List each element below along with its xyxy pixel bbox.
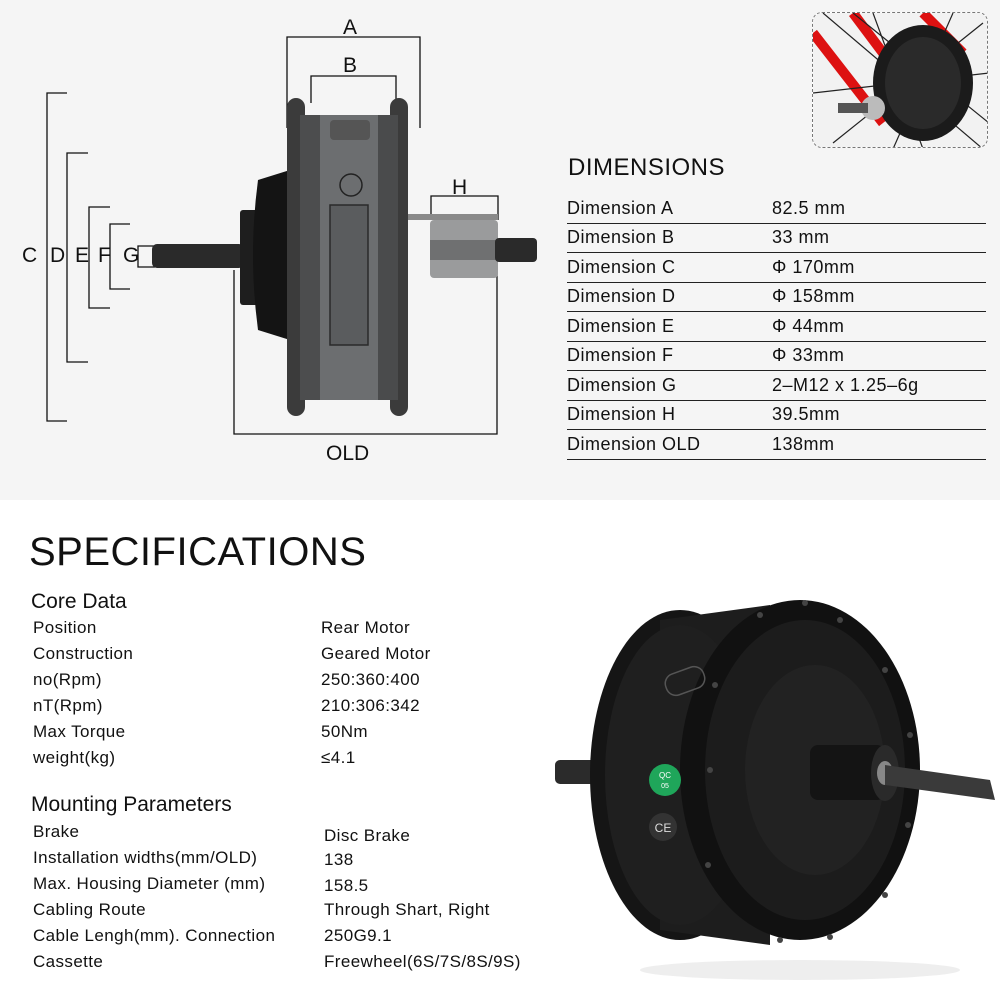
dimension-label: Dimension B <box>567 227 675 248</box>
dimension-row: Dimension F Φ 33mm <box>567 342 986 371</box>
dimension-value: Φ 33mm <box>772 345 845 366</box>
spec-row: Position Rear Motor <box>33 615 431 641</box>
spec-value: ≤4.1 <box>321 748 356 767</box>
dimensions-table: Dimension A 82.5 mm Dimension B 33 mm Dime… <box>567 194 986 460</box>
spec-row: weight(kg) ≤4.1 <box>33 745 431 771</box>
spec-value: 138 <box>324 850 354 869</box>
specifications-title: SPECIFICATIONS <box>29 530 367 574</box>
spec-row: Installation widths(mm/OLD) 138 <box>33 845 521 871</box>
dimension-row: Dimension OLD 138mm <box>567 430 986 460</box>
dimension-row: Dimension B 33 mm <box>567 224 986 253</box>
spec-row: Cassette Freewheel(6S/7S/8S/9S) <box>33 949 521 975</box>
spec-value: 210:306:342 <box>321 696 420 715</box>
label-h: H <box>452 176 467 199</box>
spec-label: no(Rpm) <box>33 670 102 689</box>
spec-row: Construction Geared Motor <box>33 641 431 667</box>
spec-value: Through Shart, Right <box>324 900 490 919</box>
dimension-value: 39.5mm <box>772 404 841 425</box>
label-e: E <box>75 244 89 267</box>
hub-motor-photo: QC 05 CE <box>555 600 995 980</box>
dimension-label: Dimension H <box>567 404 676 425</box>
dimension-row: Dimension D Φ 158mm <box>567 283 986 312</box>
label-b: B <box>343 54 357 77</box>
dimension-row: Dimension C Φ 170mm <box>567 253 986 283</box>
label-g: G <box>123 244 139 267</box>
dimension-label: Dimension F <box>567 345 674 366</box>
spec-value: 158.5 <box>324 876 369 895</box>
spec-label: Installation widths(mm/OLD) <box>33 848 258 867</box>
label-a: A <box>343 16 357 39</box>
spec-label: Max Torque <box>33 722 126 741</box>
spec-value: Geared Motor <box>321 644 431 663</box>
dimension-row: Dimension E Φ 44mm <box>567 312 986 342</box>
dimension-value: 2–M12 x 1.25–6g <box>772 374 919 395</box>
spec-value: 250G9.1 <box>324 926 393 945</box>
mounting-parameters-title: Mounting Parameters <box>31 793 232 816</box>
spec-value: 250:360:400 <box>321 670 420 689</box>
spec-row: Brake Disc Brake <box>33 819 521 845</box>
label-d: D <box>50 244 65 267</box>
spec-label: Position <box>33 618 97 637</box>
label-c: C <box>22 244 37 267</box>
spec-value: Freewheel(6S/7S/8S/9S) <box>324 952 521 971</box>
spec-value: Rear Motor <box>321 618 411 637</box>
dimension-row: Dimension G 2–M12 x 1.25–6g <box>567 371 986 401</box>
motor-dimension-diagram: A B H C D E F G OLD <box>22 16 537 465</box>
spec-row: nT(Rpm) 210:306:342 <box>33 693 431 719</box>
dimension-label: Dimension D <box>567 286 676 307</box>
dimension-value: 138mm <box>772 433 835 454</box>
dimensions-section: A B H C D E F G OLD <box>22 12 988 465</box>
core-data-title: Core Data <box>31 590 127 613</box>
ce-mark: CE <box>655 821 672 835</box>
dimension-value: 33 mm <box>772 227 830 248</box>
label-f: F <box>98 244 111 267</box>
spec-row: Max Torque 50Nm <box>33 719 431 745</box>
dimension-value: 82.5 mm <box>772 197 846 218</box>
dimension-row: Dimension H 39.5mm <box>567 401 986 430</box>
dimension-label: Dimension A <box>567 197 674 218</box>
spec-label: Max. Housing Diameter (mm) <box>33 874 266 893</box>
spec-label: Cassette <box>33 952 104 971</box>
label-old: OLD <box>326 442 369 465</box>
spec-row: no(Rpm) 250:360:400 <box>33 667 431 693</box>
spec-label: Cable Lengh(mm). Connection <box>33 926 276 945</box>
spec-row: Cabling Route Through Shart, Right <box>33 897 521 923</box>
dimension-value: Φ 44mm <box>772 315 845 336</box>
spec-row: Cable Lengh(mm). Connection 250G9.1 <box>33 923 521 949</box>
dimension-label: Dimension G <box>567 374 677 395</box>
spec-row: Max. Housing Diameter (mm) 158.5 <box>33 871 521 897</box>
dimension-value: Φ 170mm <box>772 256 855 277</box>
spec-value: 50Nm <box>321 722 368 741</box>
dimension-label: Dimension C <box>567 256 676 277</box>
qc-badge-number: 05 <box>661 783 669 790</box>
spec-label: weight(kg) <box>33 748 116 767</box>
qc-badge-text: QC <box>659 771 671 780</box>
spec-label: Construction <box>33 644 134 663</box>
dimensions-title: DIMENSIONS <box>568 154 726 181</box>
mounting-parameters-list: Brake Disc Brake Installation widths(mm/O… <box>33 819 521 975</box>
spec-label: Brake <box>33 822 80 841</box>
dimension-label: Dimension OLD <box>567 433 701 454</box>
dimension-label: Dimension E <box>567 315 675 336</box>
wheel-inset-photo <box>812 12 988 148</box>
dimension-row: Dimension A 82.5 mm <box>567 194 986 224</box>
dimension-value: Φ 158mm <box>772 286 855 307</box>
spec-label: Cabling Route <box>33 900 146 919</box>
spec-label: nT(Rpm) <box>33 696 103 715</box>
core-data-list: Position Rear Motor Construction Geared Mo… <box>33 615 431 771</box>
spec-value: Disc Brake <box>324 826 411 845</box>
